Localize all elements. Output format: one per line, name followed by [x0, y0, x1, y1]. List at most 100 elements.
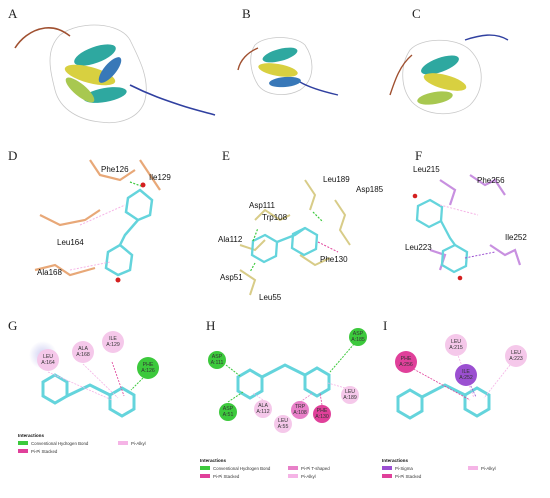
panel-i: I PHE A:256 LEU A:215 ILE A:252 LEU A:	[382, 318, 527, 479]
svg-text:A:126: A:126	[141, 368, 155, 374]
svg-text:A:51: A:51	[223, 412, 234, 418]
panel-f: F Leu215 Phe256 Leu223 Ile252	[405, 148, 527, 281]
panel-b-coil-left	[237, 47, 259, 71]
svg-text:A:223: A:223	[509, 356, 523, 362]
svg-text:PHE: PHE	[317, 408, 328, 414]
panel-b-surface	[250, 37, 313, 95]
g-pi-stack-line	[111, 361, 125, 397]
svg-text:ALA: ALA	[78, 346, 88, 352]
i-node-leu223: LEU A:223	[505, 345, 527, 367]
panel-a-coil-right	[129, 84, 216, 116]
panel-h-label: H	[206, 318, 215, 333]
panel-d-pi-alkyl-1	[79, 204, 126, 226]
panel-b-label: B	[242, 6, 251, 21]
svg-text:Pi-Pi Stacked: Pi-Pi Stacked	[395, 474, 422, 479]
i-node-leu215: LEU A:215	[445, 334, 467, 356]
h-node-asp111: ASP A:111	[208, 351, 226, 369]
panel-b-coil-right	[299, 81, 339, 96]
residue-label-phe126: Phe126	[101, 165, 129, 174]
panel-e-pi-stack	[317, 241, 339, 253]
residue-label-leu223: Leu223	[405, 243, 432, 252]
panel-a-surface	[49, 24, 147, 124]
svg-text:TRP: TRP	[295, 404, 306, 410]
panel-e: E Leu189 Asp185 Asp111 Trp108 Ala112 Phe…	[218, 148, 384, 302]
panel-d-hbond	[129, 181, 142, 187]
panel-e-hbond-2	[252, 227, 259, 242]
residue-label-ala168: Ala168	[37, 268, 62, 277]
g-hbond-line	[130, 377, 144, 391]
svg-text:A:108: A:108	[293, 410, 307, 416]
panel-a-helices	[64, 44, 127, 103]
panel-d-oxygen-2	[115, 277, 121, 283]
svg-text:Pi-Alkyl: Pi-Alkyl	[481, 466, 496, 471]
panel-e-hbond-1	[312, 211, 324, 223]
residue-label-phe130: Phe130	[320, 255, 348, 264]
panel-h-legend: Interactions Conventional Hydrogen Bond …	[200, 458, 330, 479]
h-node-phe130: PHE A:130	[313, 405, 331, 423]
panel-e-label: E	[222, 148, 230, 163]
i-pi-stack-line	[407, 365, 471, 401]
panel-a-coil-left	[14, 27, 71, 49]
panel-c-surface	[402, 39, 482, 115]
svg-text:A:129: A:129	[106, 342, 120, 348]
svg-text:LEU: LEU	[43, 354, 53, 360]
svg-text:Interactions: Interactions	[200, 458, 226, 463]
svg-text:ILE: ILE	[462, 369, 470, 375]
svg-text:ASP: ASP	[223, 406, 234, 412]
i-pi-alkyl-line-2	[483, 359, 515, 399]
h-node-leu189: LEU A:189	[341, 386, 359, 404]
panel-f-pi-sigma	[464, 251, 496, 259]
svg-text:ALA: ALA	[258, 403, 268, 409]
svg-text:PHE: PHE	[401, 356, 412, 362]
svg-text:A:215: A:215	[449, 345, 463, 351]
panel-c-coil-left	[389, 54, 413, 96]
svg-text:Conventional Hydrogen Bond: Conventional Hydrogen Bond	[213, 466, 271, 471]
panel-i-legend: Interactions Pi-Sigma Pi-Pi Stacked Pi-A…	[382, 458, 496, 479]
h-pi-alkyl-line-2	[327, 382, 346, 389]
panel-d: D Phe126 Ile129 Leu164 Ala168	[8, 148, 171, 283]
svg-text:A:185: A:185	[351, 337, 365, 343]
h-node-asp185: ASP A:185	[349, 328, 367, 346]
svg-text:A:256: A:256	[399, 362, 413, 368]
panel-h-ligand	[236, 363, 331, 400]
svg-text:LEU: LEU	[451, 339, 461, 345]
g-node-ala168: ALA A:168	[72, 341, 94, 363]
panel-a-label: A	[8, 6, 18, 21]
panel-f-label: F	[415, 148, 422, 163]
residue-label-asp111: Asp111	[249, 201, 275, 210]
svg-text:ASP: ASP	[212, 354, 223, 360]
panel-f-pi-alkyl-1	[439, 204, 479, 216]
panel-c-coil-right	[464, 34, 509, 41]
svg-text:Pi-Alkyl: Pi-Alkyl	[131, 441, 146, 446]
panel-d-oxygen-1	[140, 182, 146, 188]
svg-text:Pi-Pi T-shaped: Pi-Pi T-shaped	[301, 466, 330, 471]
residue-label-ile252: Ile252	[505, 233, 527, 242]
panel-e-hbond-3	[249, 262, 256, 273]
panel-d-label: D	[8, 148, 17, 163]
panel-d-ligand	[104, 188, 154, 277]
panel-g-label: G	[8, 318, 17, 333]
svg-text:Pi-Alkyl: Pi-Alkyl	[301, 474, 316, 479]
panel-e-residue-sticks	[239, 179, 351, 296]
h-node-ala112: ALA A:112	[254, 400, 272, 418]
panel-c-label: C	[412, 6, 421, 21]
svg-text:Pi-Pi Stacked: Pi-Pi Stacked	[213, 474, 240, 479]
svg-text:A:168: A:168	[76, 352, 90, 358]
g-pi-alkyl-line-1	[47, 371, 113, 401]
h-pi-stack-line	[319, 392, 323, 406]
h-pi-alkyl-line-1	[252, 392, 264, 401]
svg-text:ILE: ILE	[109, 336, 117, 342]
svg-text:A:55: A:55	[278, 424, 289, 430]
svg-text:A:164: A:164	[41, 360, 55, 366]
svg-text:Interactions: Interactions	[382, 458, 408, 463]
panel-g: G LEU A:164 ALA A:168 ILE A:129 PHE	[8, 318, 159, 454]
panel-f-ligand	[415, 198, 469, 274]
svg-text:ASP: ASP	[353, 331, 364, 337]
panel-d-residue-sticks	[34, 159, 161, 277]
svg-text:A:189: A:189	[343, 395, 357, 401]
svg-text:Interactions: Interactions	[18, 433, 44, 438]
i-node-phe256: PHE A:256	[395, 351, 417, 373]
svg-text:A:252: A:252	[459, 375, 473, 381]
panel-a: A	[8, 6, 216, 124]
